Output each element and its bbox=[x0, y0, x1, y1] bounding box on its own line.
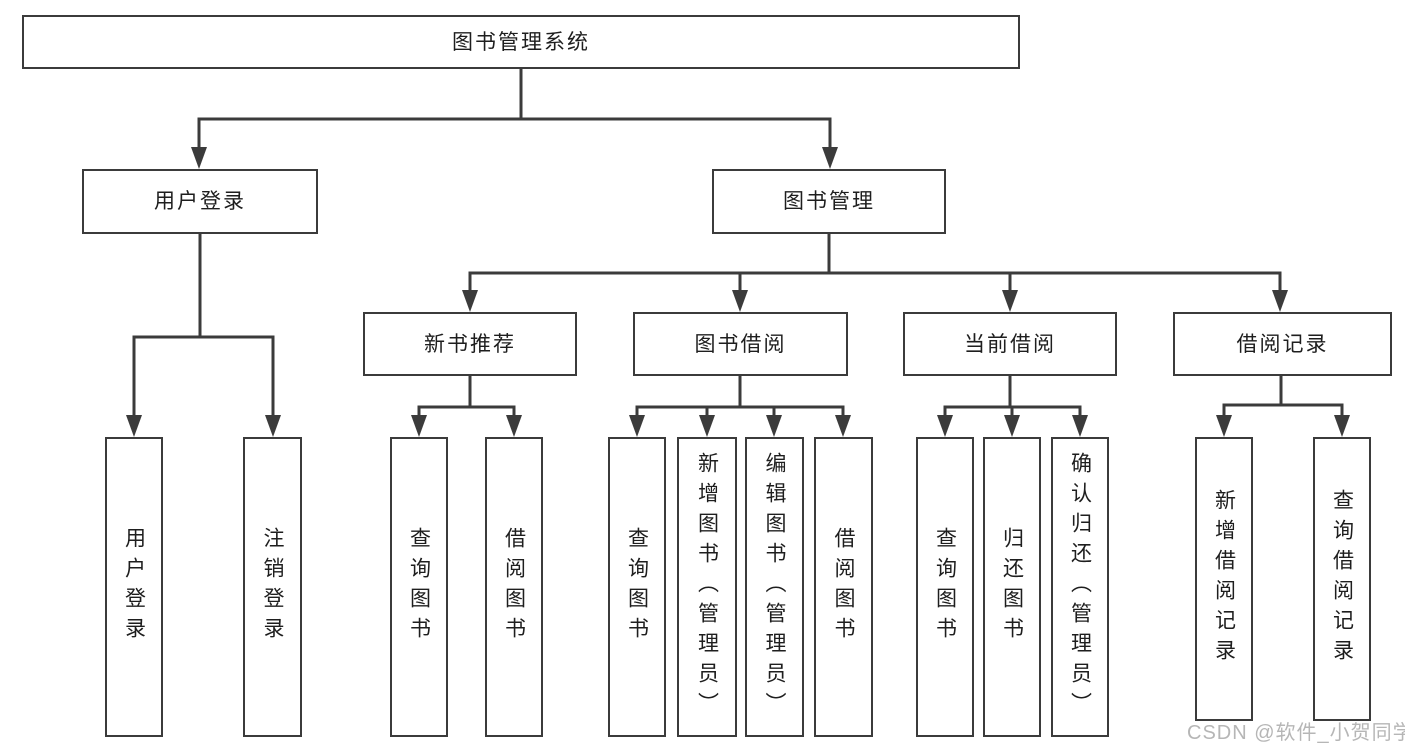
node-current-borrowing: 当前借阅 bbox=[903, 312, 1117, 376]
node-borrowing-records-label: 借阅记录 bbox=[1236, 332, 1329, 356]
leaf-user-login-label: 用户登录 bbox=[122, 527, 146, 647]
leaf-bb-query-books: 查询图书 bbox=[608, 437, 666, 737]
watermark: CSDN @软件_小贺同学 bbox=[1187, 722, 1405, 744]
leaf-nb-borrow-books-label: 借阅图书 bbox=[502, 527, 526, 647]
connector-book-management bbox=[462, 232, 1288, 312]
connector-root bbox=[191, 67, 838, 169]
connector-new-book-recommend bbox=[411, 374, 522, 437]
leaf-br-query-record-label: 查询借阅记录 bbox=[1330, 489, 1354, 669]
leaf-bb-edit-books-admin: 编辑图书（管理员） bbox=[745, 437, 804, 737]
node-user-login-label: 用户登录 bbox=[154, 190, 246, 213]
node-current-borrowing-label: 当前借阅 bbox=[964, 332, 1056, 356]
leaf-cb-confirm-return-admin: 确认归还（管理员） bbox=[1051, 437, 1109, 737]
leaf-bb-borrow-books: 借阅图书 bbox=[814, 437, 873, 737]
leaf-cb-return-books-label: 归还图书 bbox=[1000, 527, 1024, 647]
leaf-bb-add-books-admin-label: 新增图书（管理员） bbox=[695, 452, 719, 722]
node-root-label: 图书管理系统 bbox=[452, 30, 590, 54]
leaf-cb-query-books-label: 查询图书 bbox=[933, 527, 957, 647]
leaf-user-login: 用户登录 bbox=[105, 437, 163, 737]
connector-borrowing-records bbox=[1216, 374, 1350, 437]
leaf-cb-query-books: 查询图书 bbox=[916, 437, 974, 737]
leaf-br-add-record: 新增借阅记录 bbox=[1195, 437, 1253, 721]
node-new-book-recommend-label: 新书推荐 bbox=[424, 332, 516, 356]
leaf-bb-edit-books-admin-label: 编辑图书（管理员） bbox=[763, 452, 786, 722]
leaf-br-query-record: 查询借阅记录 bbox=[1313, 437, 1371, 721]
node-book-borrowing: 图书借阅 bbox=[633, 312, 848, 376]
leaf-logout-label: 注销登录 bbox=[261, 527, 284, 647]
node-borrowing-records: 借阅记录 bbox=[1173, 312, 1392, 376]
connector-user-login bbox=[126, 232, 281, 437]
node-user-login: 用户登录 bbox=[82, 169, 318, 234]
node-root: 图书管理系统 bbox=[22, 15, 1020, 69]
connector-current-borrowing bbox=[937, 374, 1088, 437]
leaf-cb-confirm-return-admin-label: 确认归还（管理员） bbox=[1068, 452, 1092, 722]
node-book-management-label: 图书管理 bbox=[783, 190, 875, 213]
leaf-nb-query-books-label: 查询图书 bbox=[407, 527, 431, 647]
node-book-management: 图书管理 bbox=[712, 169, 946, 234]
leaf-bb-borrow-books-label: 借阅图书 bbox=[832, 527, 855, 647]
leaf-nb-borrow-books: 借阅图书 bbox=[485, 437, 543, 737]
leaf-nb-query-books: 查询图书 bbox=[390, 437, 448, 737]
node-book-borrowing-label: 图书借阅 bbox=[694, 332, 787, 356]
leaf-cb-return-books: 归还图书 bbox=[983, 437, 1041, 737]
leaf-bb-add-books-admin: 新增图书（管理员） bbox=[677, 437, 737, 737]
connector-book-borrowing bbox=[629, 374, 851, 437]
node-new-book-recommend: 新书推荐 bbox=[363, 312, 577, 376]
leaf-br-add-record-label: 新增借阅记录 bbox=[1212, 489, 1236, 669]
leaf-bb-query-books-label: 查询图书 bbox=[625, 527, 649, 647]
leaf-logout: 注销登录 bbox=[243, 437, 302, 737]
